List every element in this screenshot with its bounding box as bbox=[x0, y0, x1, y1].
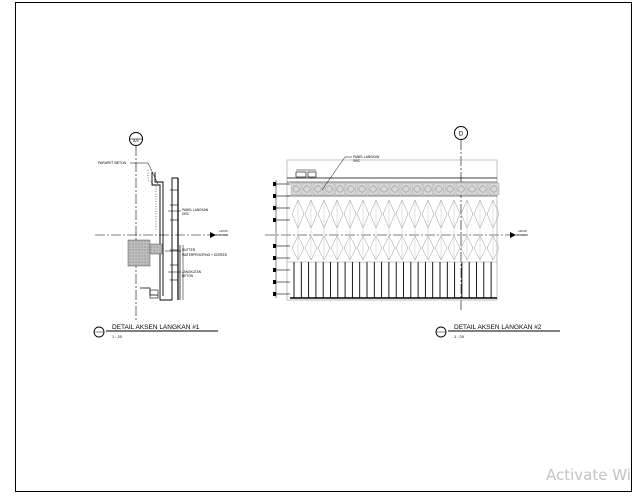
ornament-motif bbox=[422, 182, 434, 196]
ornament-motif bbox=[323, 182, 335, 196]
lattice-diamond bbox=[369, 199, 383, 261]
lattice-diamond bbox=[356, 199, 370, 261]
ornament-motif bbox=[411, 182, 423, 196]
ornament-motif bbox=[477, 182, 489, 196]
anchor-tick bbox=[273, 182, 290, 186]
lattice-diamond bbox=[408, 199, 422, 261]
lattice-diamond bbox=[317, 199, 331, 261]
label-jangkutan-line2: BETON bbox=[182, 274, 194, 278]
leader-gutter: GUTTER WATERPROOFING + SCREED bbox=[165, 248, 228, 257]
lattice-diamond bbox=[304, 199, 318, 261]
ornament-motif bbox=[312, 182, 324, 196]
detail-2-elevation: D +00.00 bbox=[265, 126, 528, 310]
ornament-motif bbox=[433, 182, 445, 196]
lattice-diamond bbox=[395, 199, 409, 261]
lattice-diamond bbox=[330, 199, 344, 261]
label-jangkutan-line1: JANGKUTAN bbox=[182, 270, 202, 274]
left-anchor-ticks bbox=[273, 180, 290, 298]
lattice-diamond bbox=[343, 199, 357, 261]
lattice-diamond bbox=[460, 199, 474, 261]
ornament-motif bbox=[444, 182, 456, 196]
anchor-tick bbox=[273, 256, 290, 260]
anchor-tick bbox=[273, 206, 290, 210]
concrete-beam-hatch bbox=[149, 243, 163, 255]
lattice-diamond bbox=[291, 199, 305, 261]
lattice-diamond bbox=[486, 199, 500, 261]
ornament-motif bbox=[455, 182, 467, 196]
ornament-motif bbox=[466, 182, 478, 196]
ornament-motif bbox=[488, 182, 500, 196]
label-parapet: PARAPET BETON bbox=[98, 161, 127, 165]
baluster-rods bbox=[293, 262, 492, 298]
anchor-tick bbox=[273, 218, 290, 222]
concrete-slab-hatch bbox=[127, 239, 151, 267]
ornament-motif bbox=[345, 182, 357, 196]
leader-parapet: PARAPET BETON bbox=[98, 161, 159, 185]
ornament-motif bbox=[367, 182, 379, 196]
grid-bubble-label: A/1 bbox=[133, 138, 140, 143]
label-gutter-line1: GUTTER bbox=[182, 248, 196, 252]
ornament-band bbox=[290, 182, 500, 196]
lattice-diamond bbox=[473, 199, 487, 261]
level-marker: +00.00 bbox=[210, 229, 228, 238]
grid-bubble-d: D bbox=[454, 126, 468, 140]
panel-outline bbox=[147, 170, 157, 230]
detail-2-scale: 1 : 20 bbox=[454, 334, 465, 339]
ornament-motif bbox=[400, 182, 412, 196]
detail-1-title-block: DETAIL AKSEN LANGKAN #1 1 : 20 bbox=[93, 324, 218, 339]
label-panel-line2: GRC bbox=[353, 159, 361, 163]
parapet-profile bbox=[140, 172, 184, 301]
lattice-diamond bbox=[447, 199, 461, 261]
grc-lattice bbox=[291, 199, 500, 261]
level-marker: +00.00 bbox=[510, 229, 528, 238]
detail-1-title: DETAIL AKSEN LANGKAN #1 bbox=[112, 324, 200, 331]
ornament-motif bbox=[301, 182, 313, 196]
leader-jangkutan: JANGKUTAN BETON bbox=[168, 270, 202, 278]
anchor-tick bbox=[273, 280, 290, 284]
label-panel-line1: PANEL LANGKAN bbox=[182, 208, 209, 212]
anchor-tick bbox=[273, 292, 290, 296]
ornament-motif bbox=[356, 182, 368, 196]
lattice-diamond bbox=[382, 199, 396, 261]
level-tag: +00.00 bbox=[219, 229, 228, 233]
label-panel-line2: GRC bbox=[182, 212, 190, 216]
ornament-motif bbox=[378, 182, 390, 196]
ornament-motif bbox=[334, 182, 346, 196]
anchor-tick bbox=[273, 268, 290, 272]
label-gutter-line2: WATERPROOFING + SCREED bbox=[182, 253, 228, 257]
leader-panel: PANEL LANGKAN GRC bbox=[168, 208, 209, 216]
leader-panel-2: PANEL LANGKAN GRC bbox=[321, 155, 380, 191]
activate-windows-watermark: Activate Wi bbox=[546, 466, 631, 484]
detail-2-title: DETAIL AKSEN LANGKAN #2 bbox=[454, 324, 542, 331]
level-tag: +00.00 bbox=[518, 229, 527, 233]
grid-bubble-a1: A/1 bbox=[129, 132, 143, 146]
anchor-tick bbox=[273, 244, 290, 248]
lattice-diamond bbox=[421, 199, 435, 261]
label-panel-line1: PANEL LANGKAN bbox=[353, 155, 380, 159]
detail-1-scale: 1 : 20 bbox=[112, 334, 123, 339]
anchor-tick bbox=[273, 194, 290, 198]
detail-1-section: A/1 +00.00 bbox=[95, 132, 228, 320]
top-dimension-boxes bbox=[295, 169, 317, 178]
sheet-border bbox=[15, 2, 632, 492]
lattice-diamond bbox=[434, 199, 448, 261]
panel-boundary bbox=[286, 159, 498, 301]
ornament-motif bbox=[290, 182, 302, 196]
grid-bubble-label: D bbox=[459, 132, 464, 138]
detail-2-title-block: DETAIL AKSEN LANGKAN #2 1 : 20 bbox=[435, 324, 560, 339]
ornament-motif bbox=[389, 182, 401, 196]
